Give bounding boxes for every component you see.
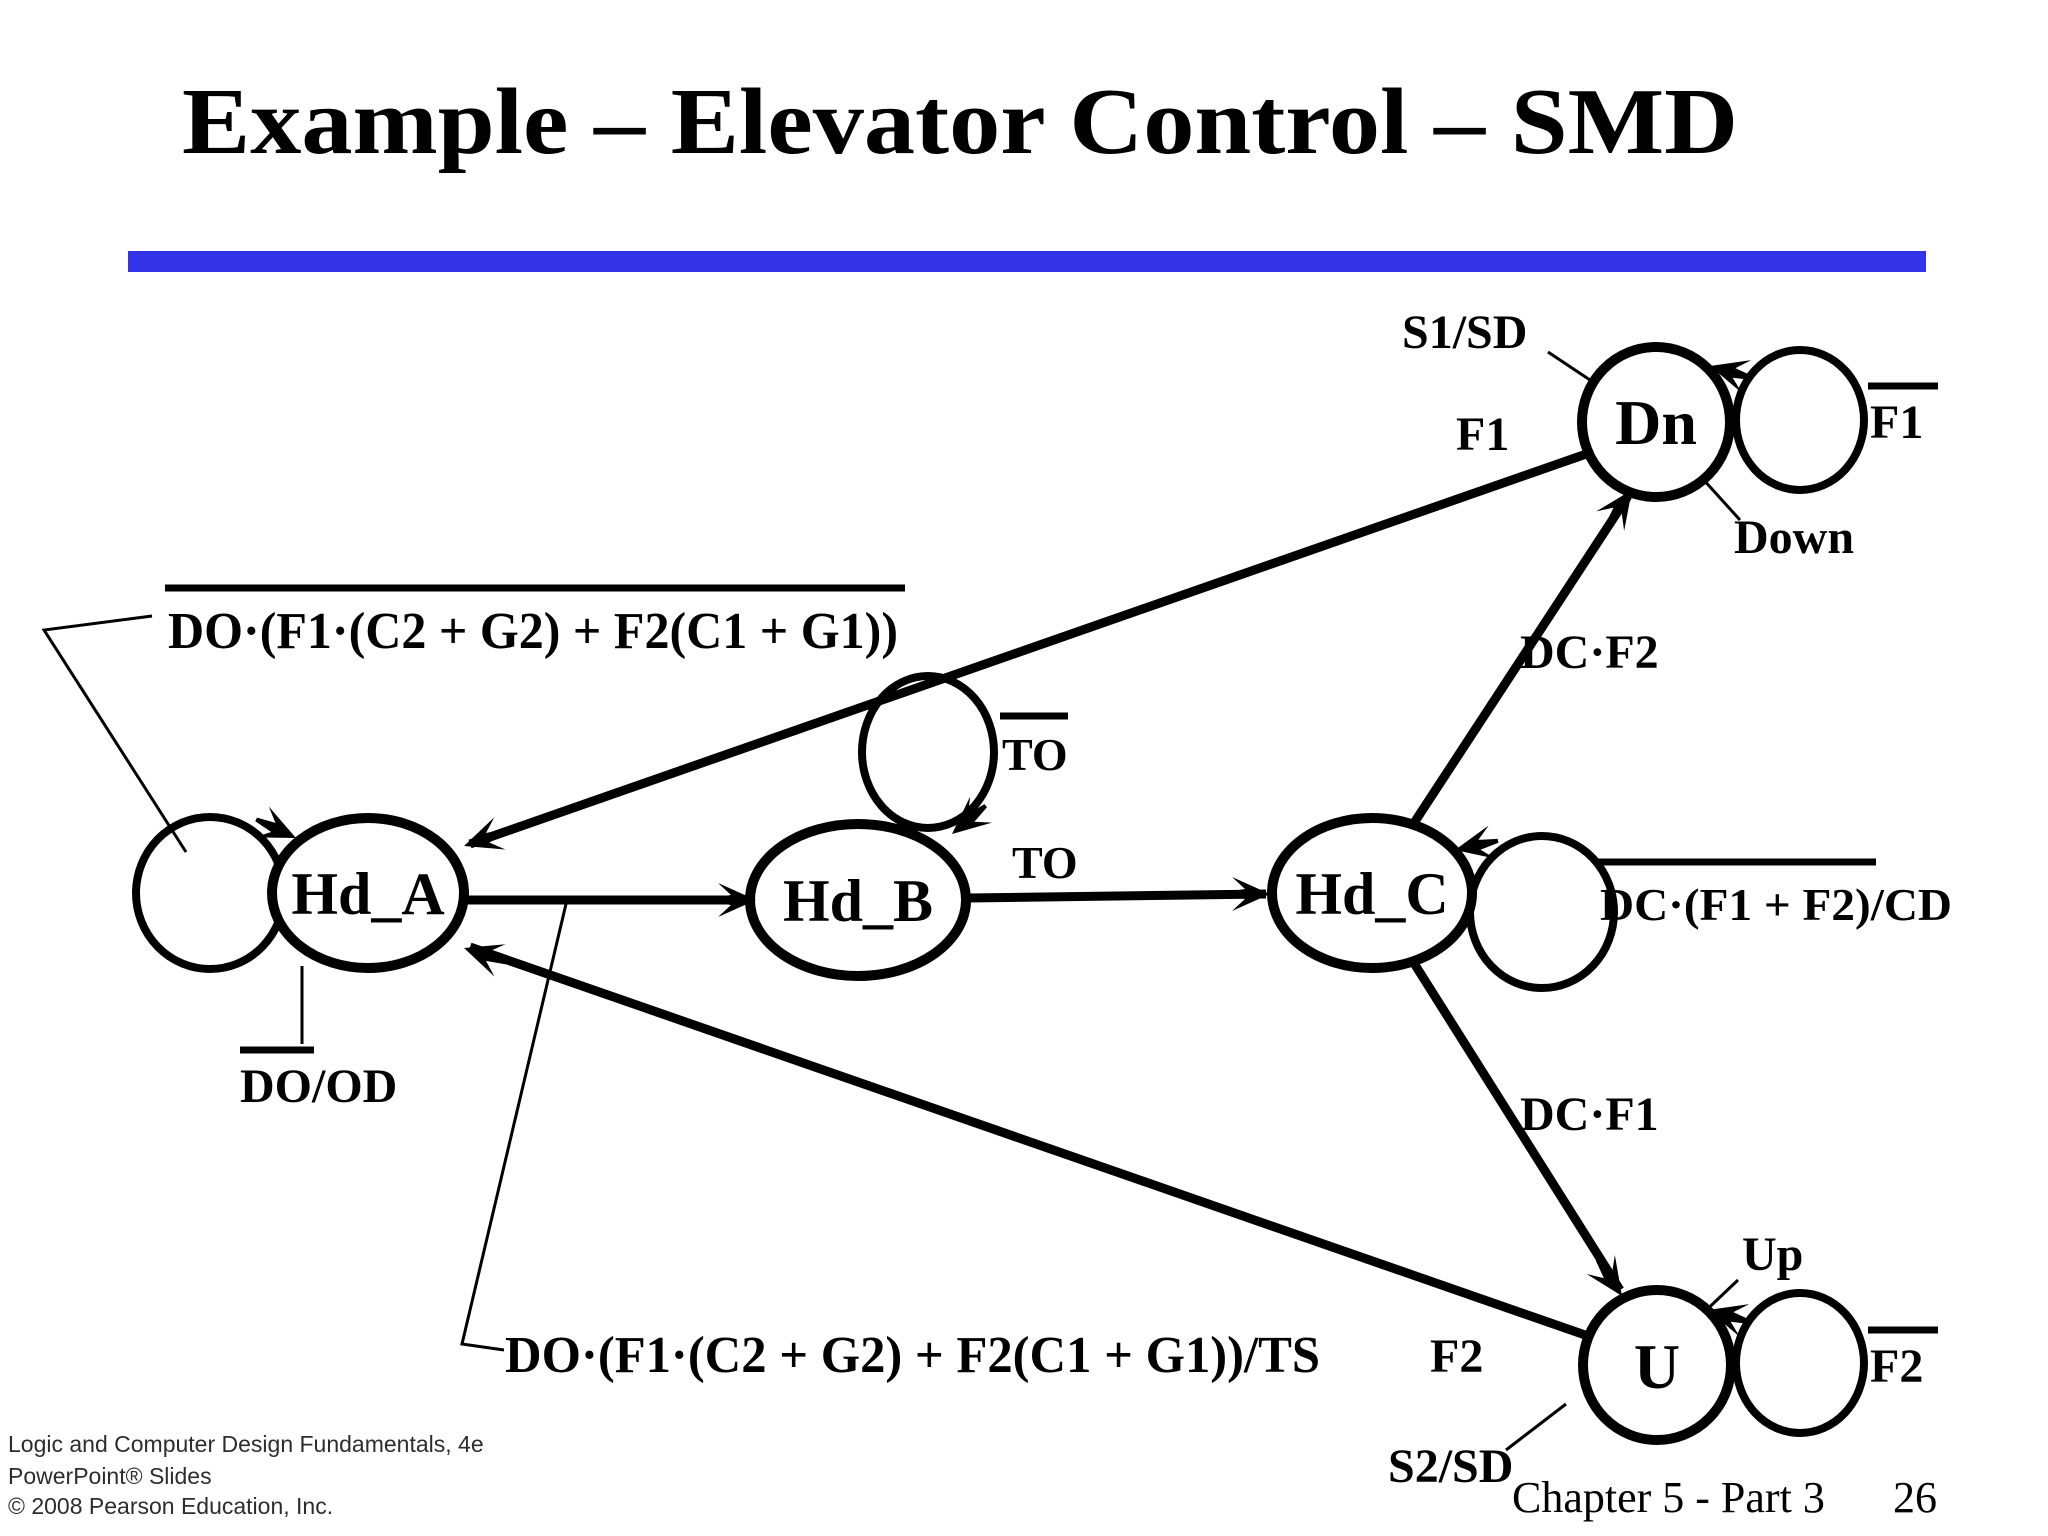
label-dc-f1f2-cd: DC·(F1 + F2)/CD xyxy=(1600,879,1952,930)
label-up: Up xyxy=(1742,1228,1803,1281)
pointer-s2-sd xyxy=(1505,1402,1567,1452)
label-down: Down xyxy=(1734,511,1854,564)
arrowhead-into-u xyxy=(1586,1254,1622,1296)
arrowhead-into-dn xyxy=(1596,490,1632,531)
edge-hd-c-to-u xyxy=(1408,957,1624,1293)
arrowhead-loop-u xyxy=(1708,1304,1751,1337)
label-do-od: DO/OD xyxy=(240,1060,397,1113)
arrowheads xyxy=(254,360,1753,1337)
state-label-hd-c: Hd_C xyxy=(1295,861,1448,927)
label-f1: F1 xyxy=(1456,408,1509,461)
footer-copyright: © 2008 Pearson Education, Inc. xyxy=(8,1493,333,1519)
label-dc-f2: DC·F2 xyxy=(1520,626,1659,679)
arrowhead-into-hd-c xyxy=(1226,877,1270,911)
state-hd-a xyxy=(267,813,469,973)
page-title: Example – Elevator Control – SMD xyxy=(182,70,1738,174)
hd-c-self-loop xyxy=(1466,832,1618,992)
footer-slides: PowerPoint® Slides xyxy=(8,1463,212,1489)
label-to-bar: TO xyxy=(1002,729,1068,780)
arrowhead-loop-hd-a xyxy=(254,806,296,838)
pointer-down xyxy=(1700,476,1742,522)
edge-u-to-hd-a xyxy=(468,942,1590,1341)
label-dc-f1: DC·F1 xyxy=(1520,1088,1659,1141)
label-f2: F2 xyxy=(1430,1330,1483,1383)
divider-bar xyxy=(128,251,1926,272)
edge-hd-c-to-dn xyxy=(1408,493,1632,829)
label-f2-bar: F2 xyxy=(1870,1340,1923,1393)
label-formula-top: DO·(F1·(C2 + G2) + F2(C1 + G1)) xyxy=(168,603,898,660)
pointer-formula-bottom xyxy=(460,903,568,1352)
label-s2-sd: S2/SD xyxy=(1388,1440,1513,1493)
footer-page-number: 26 xyxy=(1893,1473,1937,1522)
edge-dn-to-hd-a xyxy=(468,447,1594,849)
u-self-loop xyxy=(1732,1289,1868,1437)
label-s1-sd: S1/SD xyxy=(1402,306,1527,359)
state-label-hd-a: Hd_A xyxy=(291,861,444,927)
arrowhead-loop-dn xyxy=(1710,360,1753,393)
arrowhead-into-hd-b xyxy=(712,883,756,917)
pointer-formula-top xyxy=(41,614,188,853)
arrowhead-dn-into-hd-a xyxy=(464,817,507,850)
state-hd-c xyxy=(1267,813,1477,973)
footer-book-title: Logic and Computer Design Fundamentals, … xyxy=(8,1431,484,1457)
state-u xyxy=(1578,1285,1736,1445)
label-formula-bottom: DO·(F1·(C2 + G2) + F2(C1 + G1))/TS xyxy=(505,1327,1320,1384)
label-to: TO xyxy=(1012,837,1078,888)
edge-hd-b-to-hd-c xyxy=(967,889,1267,903)
footer-chapter: Chapter 5 - Part 3 xyxy=(1512,1473,1825,1522)
state-label-dn: Dn xyxy=(1615,387,1697,458)
arrowhead-u-into-hd-a xyxy=(464,944,507,977)
arrowhead-loop-hd-b xyxy=(952,796,993,834)
state-label-hd-b: Hd_B xyxy=(783,868,933,934)
hd-a-self-loop xyxy=(132,813,288,973)
dn-self-loop xyxy=(1732,346,1868,494)
pointer-s1-sd xyxy=(1547,350,1597,386)
hd-b-self-loop xyxy=(858,672,998,832)
state-label-u: U xyxy=(1634,1331,1680,1402)
label-f1-bar: F1 xyxy=(1870,396,1923,449)
state-dn xyxy=(1577,342,1735,502)
arrowhead-loop-hd-c xyxy=(1455,825,1499,859)
